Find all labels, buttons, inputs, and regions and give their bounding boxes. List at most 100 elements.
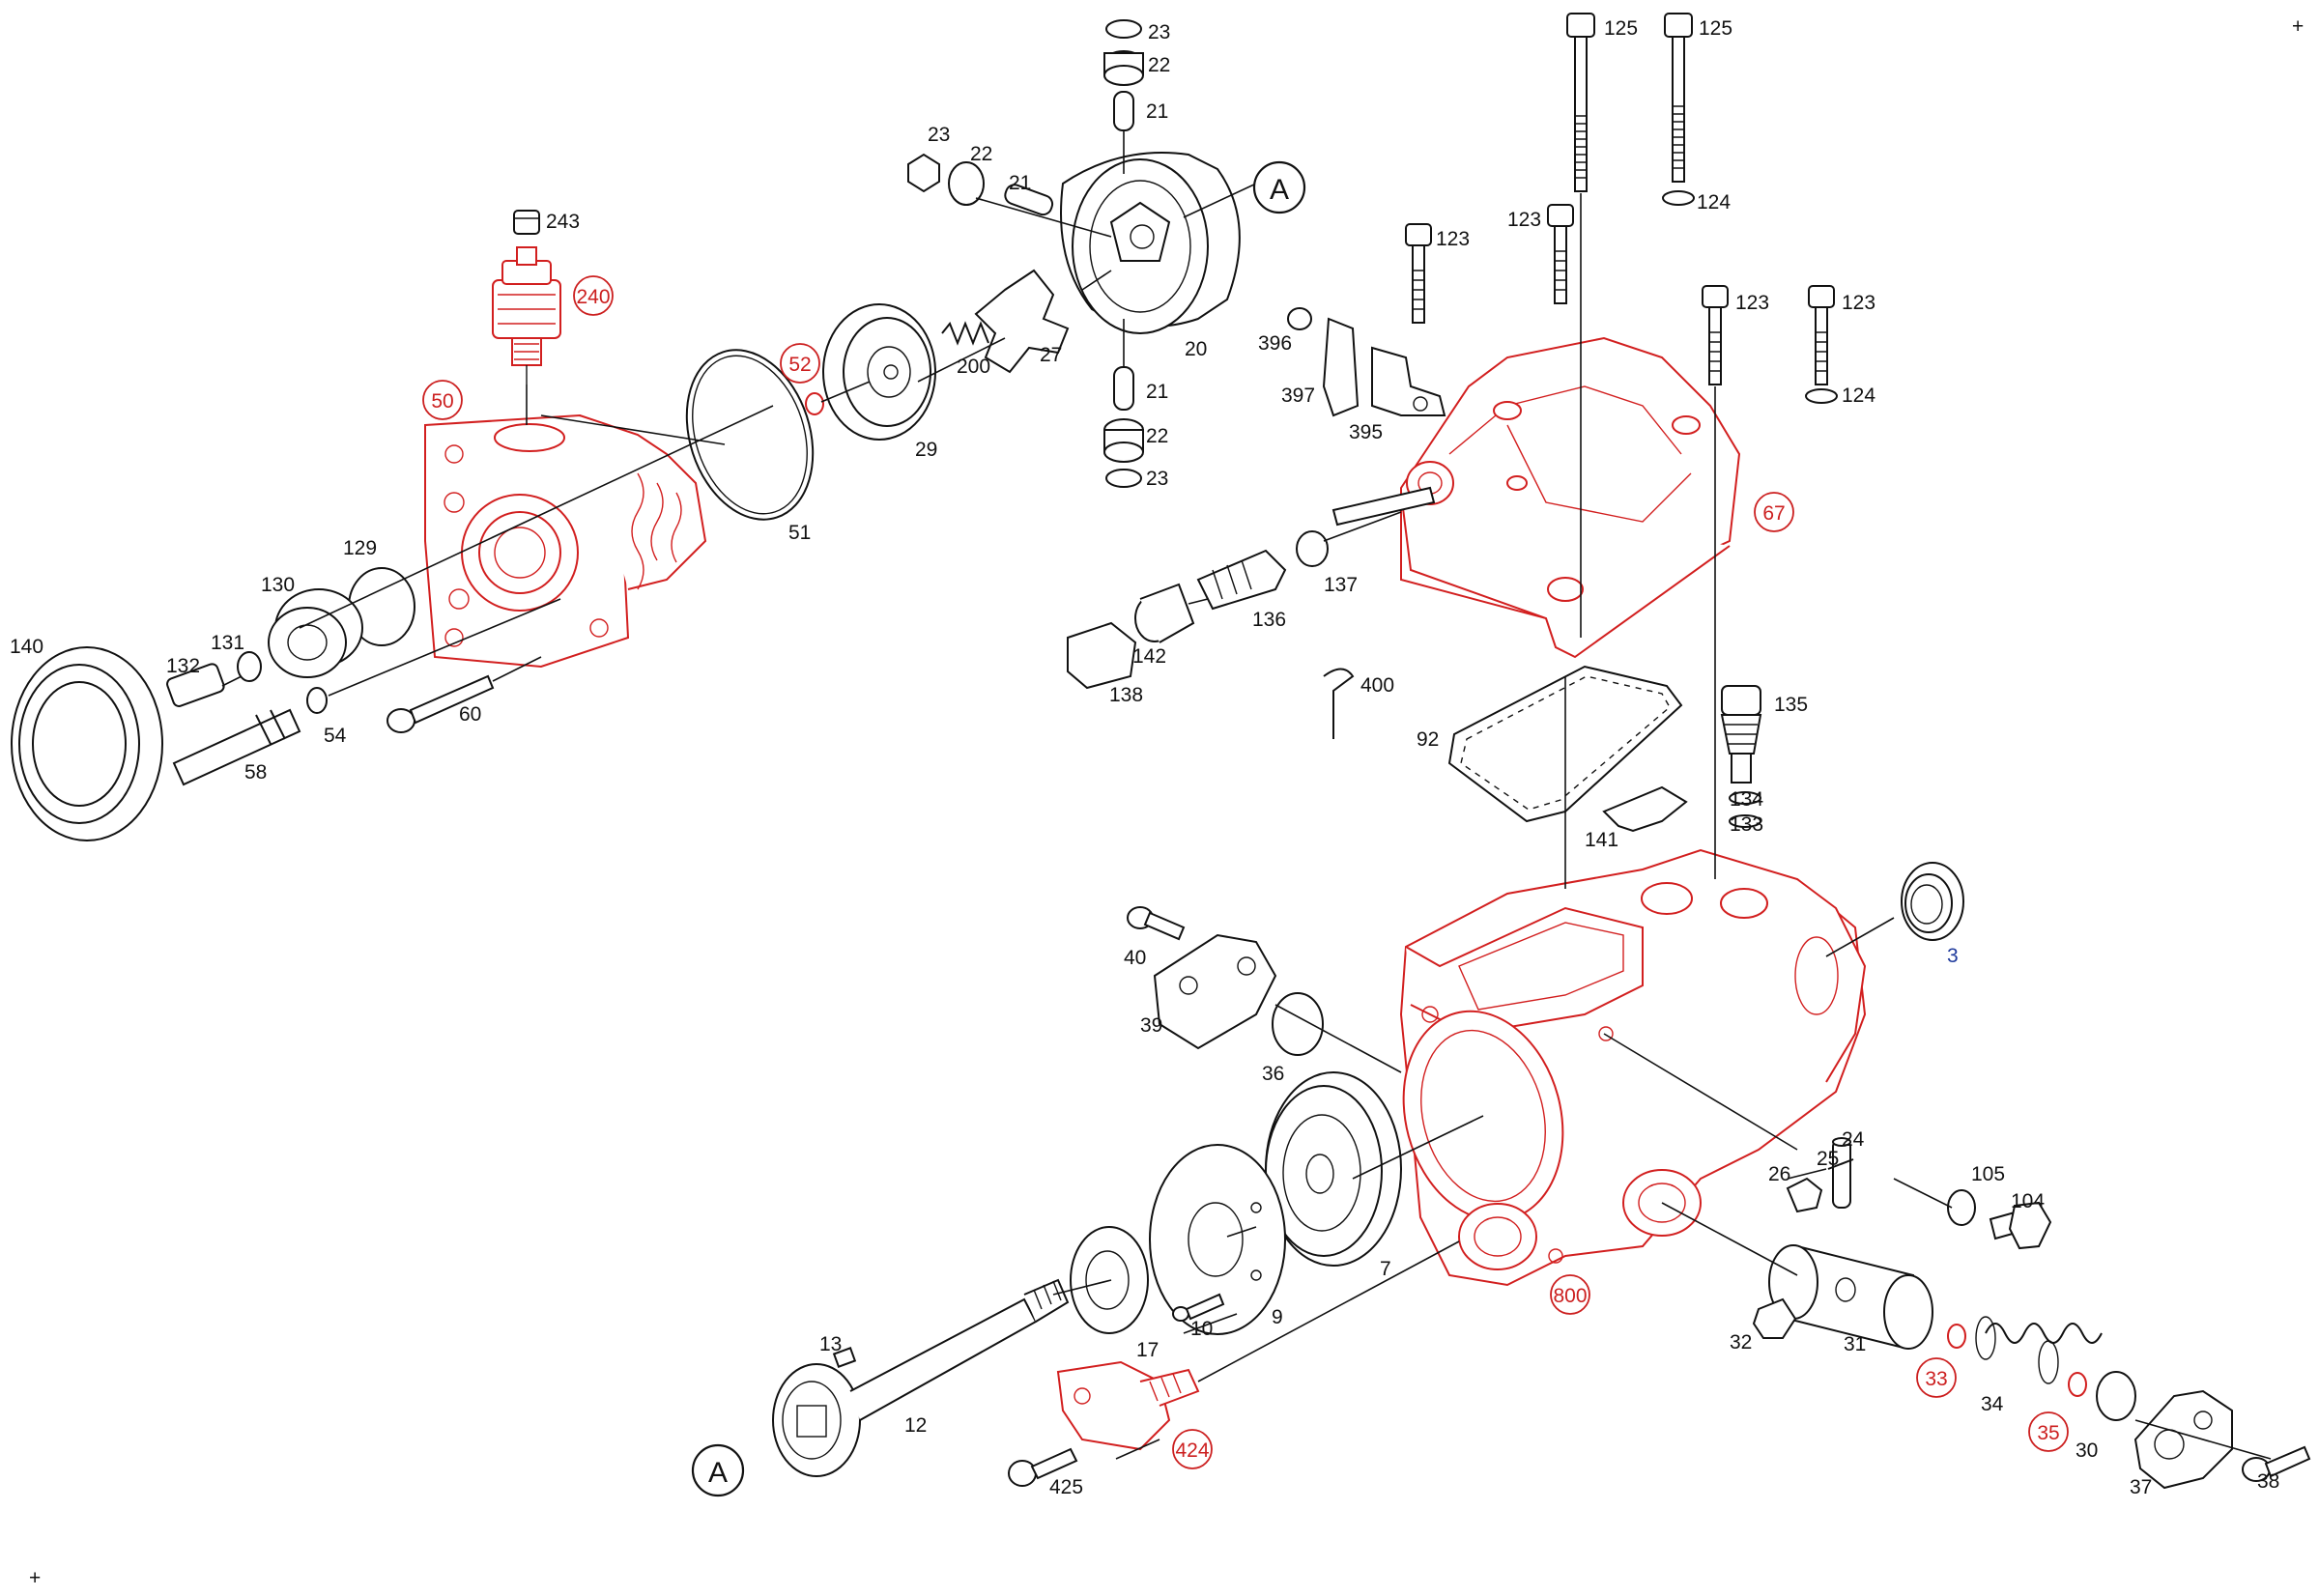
callout-7: 7 (1380, 1258, 1391, 1280)
part-396-397-395-brackets (1287, 307, 1446, 417)
callout-104: 104 (2011, 1190, 2045, 1212)
part-104-plug (1989, 1201, 2052, 1250)
part-34-spring (1985, 1323, 2103, 1344)
callout-ring-33 (1916, 1357, 1957, 1398)
part-134-ring (1729, 791, 1761, 805)
callout-136: 136 (1252, 609, 1286, 631)
callout-27: 27 (1040, 344, 1062, 366)
callout-60: 60 (459, 703, 481, 726)
part-rollers-bottom (1103, 366, 1144, 488)
part-137-ring (1296, 530, 1329, 567)
callout-35: 35 (2037, 1422, 2059, 1444)
callout-33: 33 (1925, 1368, 1947, 1390)
callout-134: 134 (1730, 788, 1763, 811)
reference-circle-A2 (691, 1443, 745, 1497)
part-105-washer (1947, 1189, 1976, 1226)
callout-105: 105 (1971, 1163, 2005, 1185)
callout-3: 3 (1947, 945, 1959, 967)
callout-38: 38 (2257, 1470, 2279, 1493)
callout-ring-800 (1550, 1274, 1590, 1315)
callout-125b: 125 (1699, 17, 1732, 40)
part-30-o-ring (2096, 1371, 2136, 1421)
callout-A2: A (708, 1457, 728, 1489)
callout-ring-50 (422, 380, 463, 420)
callout-424: 424 (1175, 1439, 1209, 1462)
callout-ring-67 (1754, 492, 1794, 532)
callout-200: 200 (957, 356, 990, 378)
callout-23a: 23 (1148, 21, 1170, 43)
callout-137: 137 (1324, 574, 1358, 596)
part-60-screw (386, 674, 495, 733)
part-135-valve (1720, 685, 1762, 784)
part-424-sensor (1056, 1360, 1200, 1451)
part-32-block (1752, 1297, 1797, 1339)
part-27-rotor (974, 269, 1070, 374)
callout-135: 135 (1774, 694, 1808, 716)
callout-123a: 123 (1436, 228, 1470, 250)
callout-9: 9 (1272, 1306, 1283, 1328)
callout-17: 17 (1136, 1339, 1159, 1361)
callout-125a: 125 (1604, 17, 1638, 40)
callout-131: 131 (211, 632, 244, 654)
callout-92: 92 (1417, 728, 1439, 751)
part-200-spring (941, 321, 989, 346)
callout-141: 141 (1585, 829, 1618, 851)
part-rollers-left (907, 153, 1054, 216)
part-132-plug (166, 663, 225, 707)
callout-23c: 23 (1146, 468, 1168, 490)
callout-13: 13 (819, 1333, 842, 1355)
callout-124b: 124 (1842, 385, 1875, 407)
part-125-bolts (1566, 13, 1695, 206)
part-50-hydraulic-head (424, 413, 707, 669)
callout-12: 12 (904, 1414, 927, 1437)
callout-26: 26 (1768, 1163, 1790, 1185)
callout-54: 54 (324, 725, 347, 747)
part-58-fitting (172, 708, 301, 786)
part-67-cover (1400, 336, 1741, 659)
part-52-ring (805, 392, 824, 415)
callout-138: 138 (1109, 684, 1143, 706)
callout-36: 36 (1262, 1063, 1284, 1085)
callout-32: 32 (1730, 1331, 1752, 1354)
callout-24: 24 (1842, 1128, 1865, 1151)
callout-52: 52 (788, 354, 811, 376)
part-26-clip (1786, 1177, 1823, 1213)
callout-58: 58 (244, 761, 267, 784)
callout-124a: 124 (1697, 191, 1731, 214)
part-133-ring (1729, 814, 1761, 828)
callout-395: 395 (1349, 421, 1383, 443)
callout-39: 39 (1140, 1014, 1162, 1037)
callout-243: 243 (546, 211, 580, 233)
callout-800: 800 (1553, 1285, 1587, 1307)
part-20-roller-ring (1060, 152, 1241, 334)
callout-240: 240 (576, 286, 610, 308)
callout-396: 396 (1258, 332, 1292, 355)
part-37-cover (2133, 1389, 2233, 1490)
part-10-screw (1172, 1293, 1225, 1322)
part-3-seal (1901, 862, 1964, 941)
callout-A1: A (1270, 174, 1289, 206)
part-36-ring (1272, 992, 1324, 1056)
part-138-cap (1067, 621, 1137, 690)
callout-129: 129 (343, 537, 377, 559)
part-29-disc (822, 303, 936, 441)
part-34-spring-end2 (2038, 1340, 2059, 1384)
callout-140: 140 (10, 636, 43, 658)
callout-31: 31 (1844, 1333, 1866, 1355)
part-800-pump-housing (1399, 848, 1867, 1287)
callout-400: 400 (1360, 674, 1394, 697)
corner-marker-top-right: + (2292, 15, 2304, 38)
part-38-screw (2242, 1445, 2311, 1482)
callout-20: 20 (1185, 338, 1207, 360)
callout-425: 425 (1049, 1476, 1083, 1498)
callout-23b: 23 (928, 124, 950, 146)
callout-ring-240 (573, 275, 614, 316)
part-35-ring (2068, 1372, 2087, 1397)
callout-123d: 123 (1842, 292, 1875, 314)
part-rollers-top (1103, 19, 1144, 131)
callout-123b: 123 (1507, 209, 1541, 231)
part-13-key (832, 1347, 857, 1368)
callout-21a: 21 (1146, 100, 1168, 123)
